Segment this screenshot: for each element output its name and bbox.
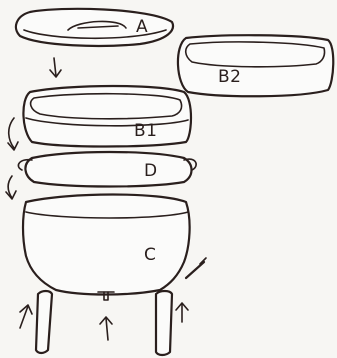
arrow-tap bbox=[99, 316, 113, 341]
arrow-d-to-c bbox=[5, 175, 17, 200]
tap bbox=[97, 291, 115, 301]
arrow-lid-to-b1 bbox=[49, 57, 62, 78]
leg-right bbox=[154, 289, 174, 357]
label-c: C bbox=[144, 245, 156, 265]
leg-left bbox=[34, 289, 54, 355]
label-d: D bbox=[144, 161, 158, 181]
arrow-left-leg bbox=[19, 304, 33, 329]
lid-a: A bbox=[14, 7, 175, 48]
ring-d: D bbox=[17, 150, 197, 188]
label-b2: B2 bbox=[218, 67, 241, 87]
label-b1: B1 bbox=[134, 121, 157, 141]
screwdriver bbox=[184, 257, 207, 280]
arrow-right-leg bbox=[175, 302, 189, 323]
arrow-b1-to-d bbox=[7, 117, 19, 151]
tray-b1: B1 bbox=[22, 84, 193, 148]
tray-b2: B2 bbox=[176, 34, 335, 98]
label-a: A bbox=[136, 17, 148, 37]
base-c: C bbox=[21, 193, 191, 296]
